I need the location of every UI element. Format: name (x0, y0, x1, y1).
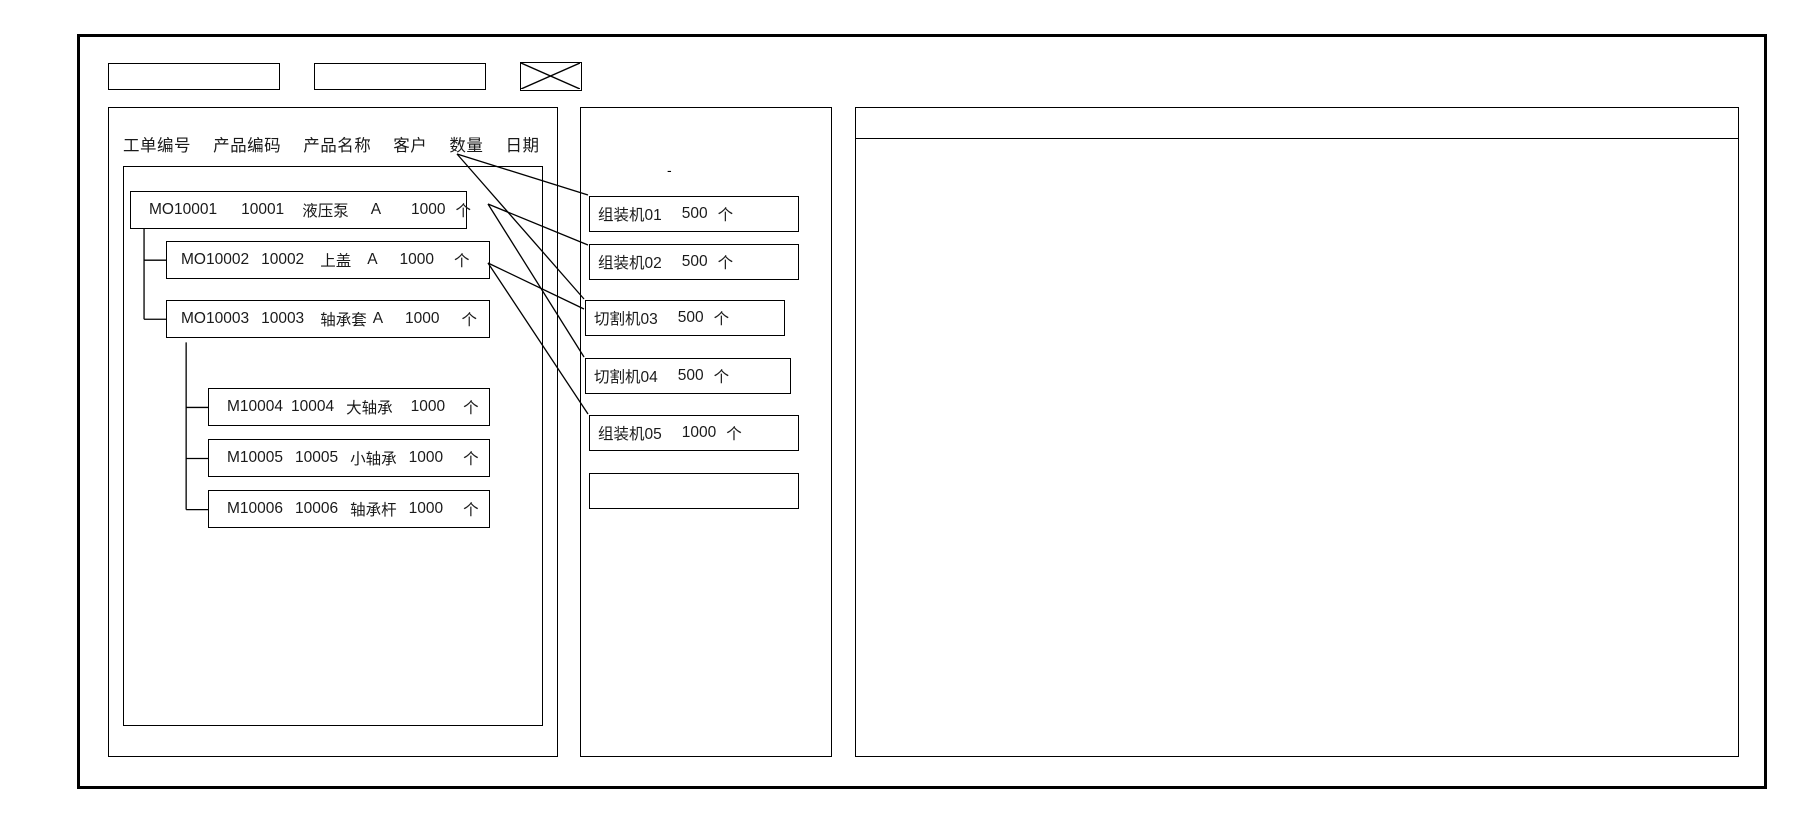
row-order-no: M10005 (227, 449, 284, 466)
row-unit: 个 (463, 502, 479, 519)
toolbar-field-2[interactable] (314, 62, 486, 90)
row-order-no: MO10003 (181, 310, 250, 327)
work-order-panel: 工单编号 产品编码 产品名称 客户 数量 日期 MO10001 (108, 107, 558, 757)
machine-qty: 500 (681, 253, 708, 270)
machine-name: 组装机05 (598, 426, 662, 443)
detail-panel (855, 107, 1739, 757)
row-unit: 个 (454, 253, 470, 270)
row-product-code: 10005 (295, 449, 339, 466)
list-item[interactable]: 切割机04 500 个 (585, 358, 791, 394)
machine-unit: 个 (713, 311, 730, 328)
list-item[interactable]: 切割机03 500 个 (585, 300, 785, 336)
list-item[interactable]: 组装机05 1000 个 (589, 415, 799, 451)
row-product-name: 轴承杆 (350, 502, 397, 519)
row-order-no: M10004 (227, 398, 284, 415)
row-product-name: 大轴承 (346, 400, 393, 417)
toolbar (108, 61, 582, 91)
machine-name: 组装机02 (598, 255, 662, 272)
list-item[interactable]: 组装机02 500 个 (589, 244, 799, 280)
column-header-qty: 数量 (449, 137, 484, 155)
row-unit: 个 (463, 400, 479, 417)
row-qty: 1000 (408, 449, 444, 466)
row-product-code: 10004 (291, 398, 335, 415)
row-customer: A (370, 201, 382, 218)
row-product-name: 上盖 (320, 253, 352, 270)
machine-name: 切割机03 (594, 311, 658, 328)
row-order-no: MO10001 (149, 201, 218, 218)
column-header-product-code: 产品编码 (213, 137, 282, 155)
machine-unit: 个 (717, 255, 734, 272)
row-qty: 1000 (399, 251, 435, 268)
table-row[interactable]: MO10001 10001 液压泵 A 1000 个 (130, 191, 471, 229)
column-header-row: 工单编号 产品编码 产品名称 客户 数量 日期 (123, 132, 539, 156)
row-qty: 1000 (410, 398, 446, 415)
machine-unit: 个 (713, 369, 730, 386)
row-customer: A (367, 251, 378, 268)
column-header-order-no: 工单编号 (123, 137, 191, 155)
table-row[interactable]: M10004 10004 大轴承 1000 个 (208, 388, 490, 426)
row-product-name: 液压泵 (302, 203, 349, 220)
column-header-product-name: 产品名称 (303, 137, 372, 155)
row-product-code: 10002 (261, 251, 305, 268)
row-unit: 个 (463, 451, 479, 468)
machine-qty: 500 (681, 205, 708, 222)
column-header-customer: 客户 (393, 137, 428, 155)
machine-name: 切割机04 (594, 369, 658, 386)
machine-unit: 个 (717, 207, 734, 224)
row-product-code: 10006 (295, 500, 339, 517)
row-product-code: 10001 (241, 201, 285, 218)
crossed-box-icon[interactable] (520, 61, 582, 91)
table-row[interactable]: M10006 10006 轴承杆 1000 个 (208, 490, 490, 528)
work-order-tree: MO10001 10001 液压泵 A 1000 个 MO10002 10002… (123, 166, 543, 726)
list-item-empty[interactable] (589, 473, 799, 509)
row-qty: 1000 (405, 310, 440, 327)
machine-unit: 个 (726, 426, 742, 443)
machine-qty: 1000 (681, 424, 717, 441)
table-row[interactable]: MO10002 10002 上盖 A 1000 个 (166, 241, 490, 279)
machine-qty: 500 (677, 309, 704, 326)
row-customer: A (372, 310, 384, 327)
row-product-name: 轴承套 (320, 312, 367, 329)
row-product-code: 10003 (261, 310, 305, 327)
machine-qty: 500 (677, 367, 704, 384)
machine-name: 组装机01 (598, 207, 662, 224)
table-row[interactable]: MO10003 10003 轴承套 A 1000 个 (166, 300, 490, 338)
machine-allocation-panel: - 组装机01 500 个 组装机02 500 个 切割机03 500 个 切割… (580, 107, 832, 757)
column-header-date: 日期 (505, 137, 540, 155)
row-unit: 个 (455, 203, 472, 220)
list-item[interactable]: 组装机01 500 个 (589, 196, 799, 232)
row-product-name: 小轴承 (350, 451, 397, 468)
detail-panel-header-divider (856, 138, 1738, 139)
row-order-no: MO10002 (181, 251, 250, 268)
row-unit: 个 (461, 312, 478, 329)
panel-marker: - (667, 162, 672, 178)
row-order-no: M10006 (227, 500, 284, 517)
app-window-frame: 工单编号 产品编码 产品名称 客户 数量 日期 MO10001 (77, 34, 1767, 789)
row-qty: 1000 (408, 500, 444, 517)
row-qty: 1000 (411, 201, 446, 218)
table-row[interactable]: M10005 10005 小轴承 1000 个 (208, 439, 490, 477)
toolbar-field-1[interactable] (108, 62, 280, 90)
